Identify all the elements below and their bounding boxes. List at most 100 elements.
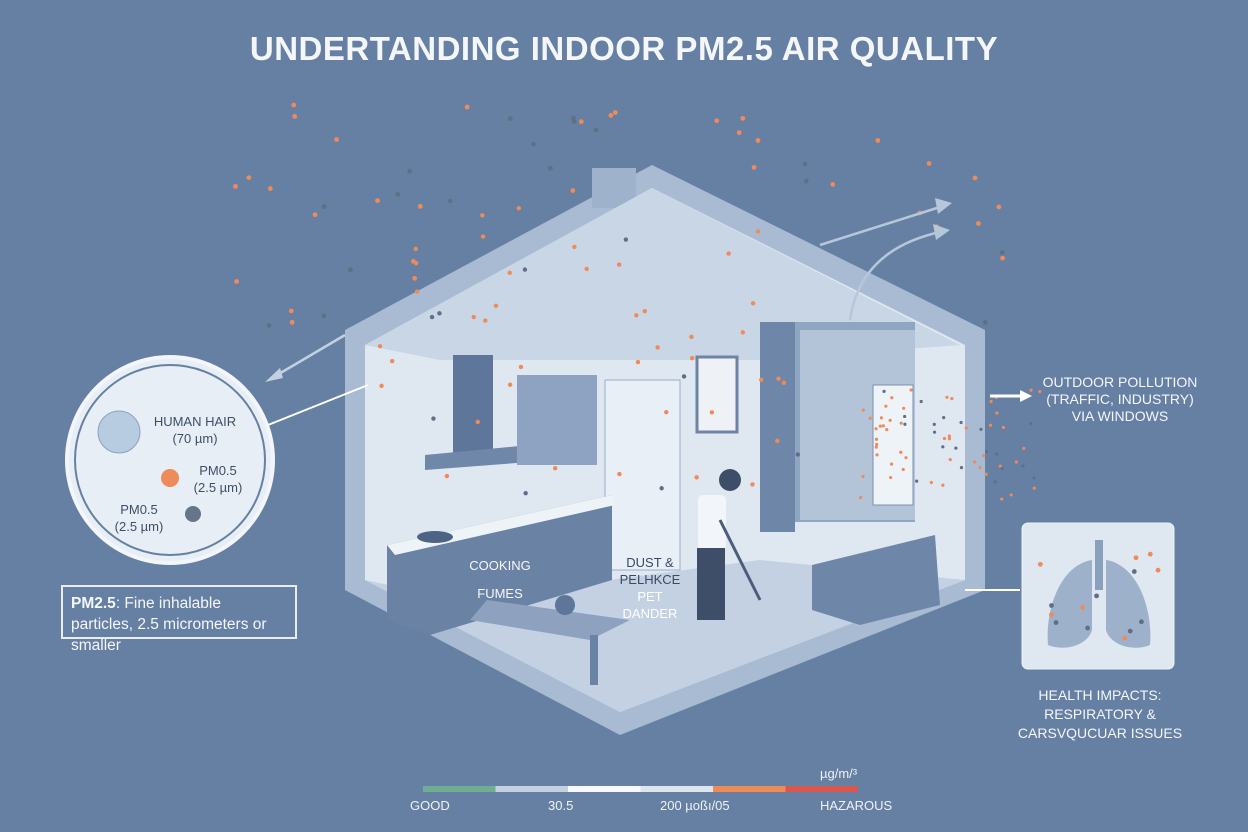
- particle: [1037, 561, 1043, 567]
- particle: [246, 175, 252, 181]
- particle: [726, 251, 731, 256]
- particle: [292, 114, 298, 119]
- particle: [475, 419, 480, 425]
- particle: [879, 416, 884, 420]
- particle: [988, 423, 993, 427]
- particle: [750, 301, 756, 306]
- particle: [1000, 255, 1005, 261]
- item-size: (70 µm): [172, 431, 218, 446]
- particle: [1122, 635, 1128, 641]
- particle: [429, 314, 435, 320]
- scale-segment: [568, 786, 641, 792]
- particle: [932, 422, 936, 426]
- particle: [635, 359, 641, 365]
- particle: [689, 355, 695, 361]
- particle: [348, 267, 353, 273]
- arrow-out-left: [271, 333, 346, 380]
- label-human-hair: HUMAN HAIR(70 µm): [140, 413, 250, 447]
- particle: [942, 416, 946, 420]
- particle: [775, 438, 780, 443]
- indoor-particles: [377, 198, 1042, 501]
- particle: [1038, 389, 1042, 394]
- particle: [1085, 625, 1090, 631]
- particle: [874, 445, 878, 449]
- particle: [507, 270, 512, 276]
- cabinet: [517, 375, 597, 465]
- particle: [878, 424, 882, 428]
- label-pm-dark: PM0.5(2.5 µm): [106, 501, 172, 535]
- particle: [689, 334, 694, 340]
- definition-text: : Fine inhalable particles, 2.5 micromet…: [71, 595, 267, 654]
- particle: [412, 275, 418, 281]
- particle: [1147, 551, 1153, 557]
- particle: [507, 382, 513, 387]
- particle: [483, 318, 488, 323]
- particle: [664, 409, 669, 415]
- particle: [1000, 497, 1004, 501]
- particle: [995, 411, 999, 415]
- particle: [493, 303, 499, 308]
- human-hair-circle: [97, 410, 141, 454]
- item-size: (2.5 µm): [193, 480, 243, 495]
- particle: [751, 164, 757, 170]
- particle: [288, 308, 294, 314]
- line: PET DANDER: [622, 589, 678, 621]
- scale-segment: [785, 786, 858, 792]
- particle: [899, 450, 903, 454]
- particle: [802, 161, 808, 167]
- particle: [941, 483, 945, 487]
- particle: [616, 262, 622, 267]
- line: OUTDOOR POLLUTION: [1042, 374, 1198, 390]
- particle: [868, 416, 872, 420]
- particle: [945, 395, 949, 399]
- pm-scale-bar: [423, 786, 858, 792]
- line: (TRAFFIC, INDUSTRY): [1046, 391, 1194, 407]
- particle: [755, 138, 761, 143]
- line: FUMES: [477, 586, 523, 601]
- curtain: [760, 322, 795, 532]
- outdoor-pollution-label: OUTDOOR POLLUTION(TRAFFIC, INDUSTRY)VIA …: [1030, 374, 1210, 425]
- particle: [289, 319, 295, 325]
- particle: [395, 192, 401, 197]
- particle: [736, 130, 742, 136]
- particle: [901, 467, 905, 472]
- particle: [655, 345, 660, 350]
- particle: [861, 474, 865, 479]
- line: VIA WINDOWS: [1071, 408, 1169, 424]
- particle: [1080, 605, 1085, 610]
- particle: [947, 434, 951, 438]
- particle: [1001, 425, 1006, 430]
- particle: [608, 112, 614, 118]
- particle: [994, 452, 999, 456]
- particle: [1029, 388, 1033, 392]
- particle: [518, 364, 524, 370]
- particle: [899, 421, 903, 425]
- particle: [1009, 493, 1013, 497]
- particle: [875, 442, 879, 447]
- particle: [570, 188, 576, 193]
- particle: [593, 127, 599, 133]
- particle: [755, 229, 761, 234]
- particle: [1053, 620, 1059, 625]
- particle: [291, 102, 297, 108]
- range-hood: [453, 355, 493, 455]
- particle: [882, 389, 886, 394]
- particle: [379, 383, 384, 389]
- particle: [612, 110, 618, 115]
- particle: [623, 237, 629, 242]
- particle: [1029, 421, 1033, 425]
- scale-segment: [495, 786, 568, 792]
- particle: [694, 475, 699, 480]
- scale-label-mid: 30.5: [548, 798, 574, 813]
- page-title: UNDERTANDING INDOOR PM2.5 AIR QUALITY: [249, 30, 999, 67]
- particle: [480, 213, 485, 218]
- particle: [903, 422, 907, 426]
- particle: [889, 462, 894, 466]
- particle: [950, 397, 954, 401]
- table: [470, 600, 630, 640]
- particle: [993, 480, 997, 484]
- particle: [642, 308, 648, 314]
- particle: [959, 466, 964, 470]
- particle: [926, 161, 932, 166]
